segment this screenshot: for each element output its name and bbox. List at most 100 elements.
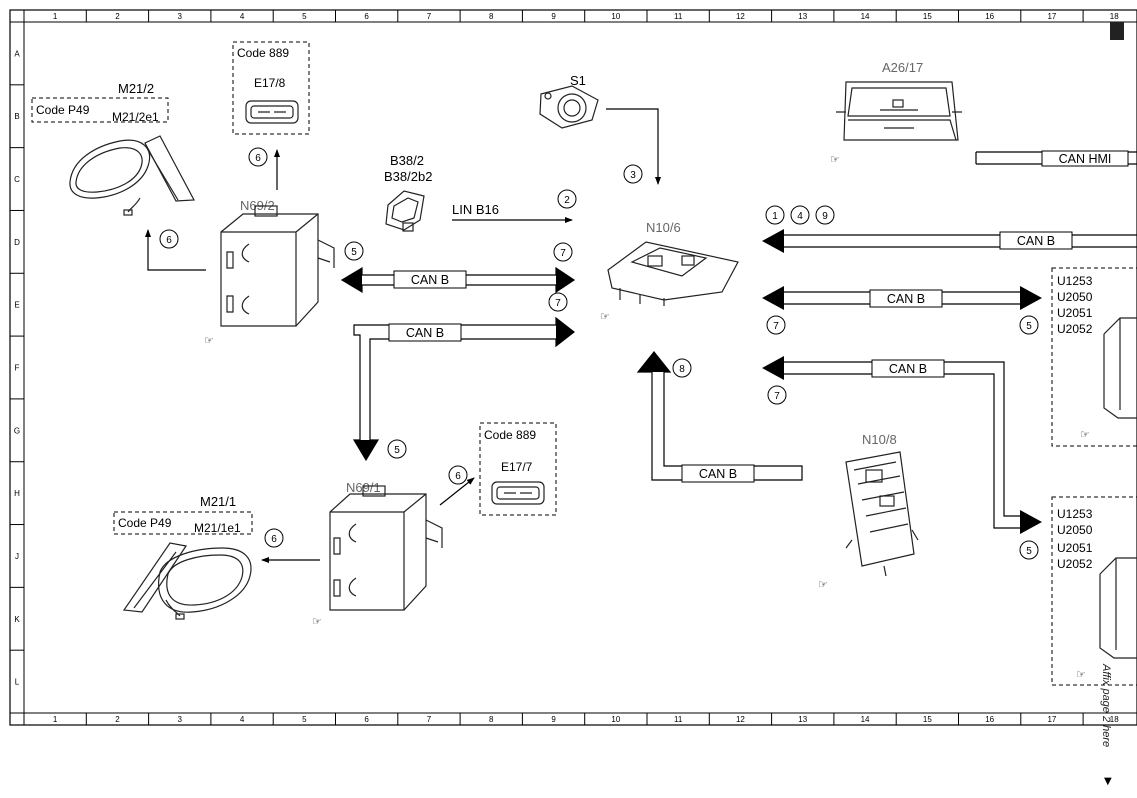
grid-row-label: G xyxy=(14,426,20,435)
code-p49-bottom: Code P49 xyxy=(118,516,172,530)
label-m21-1e1: M21/1e1 xyxy=(194,521,241,535)
circle-n7-b: 7 xyxy=(548,292,568,312)
bus-can-hmi-label: CAN HMI xyxy=(1059,152,1112,166)
label-s1: S1 xyxy=(570,73,586,88)
unit-a26-17-icon xyxy=(836,81,962,141)
grid-row-label: L xyxy=(15,678,20,687)
grid-row-label: J xyxy=(15,552,19,561)
grid-col-label: 3 xyxy=(178,12,183,21)
grid-row-label: H xyxy=(14,489,20,498)
affix-note-text: Affix page 2 here xyxy=(1100,664,1112,748)
svg-text:5: 5 xyxy=(1026,321,1032,332)
module-right-lower-icon xyxy=(1099,557,1137,659)
grid-col-label: 8 xyxy=(489,12,494,21)
grid-row-label: F xyxy=(15,364,20,373)
circle-n6-b: 6 xyxy=(159,229,179,249)
finger-icon-n10-6: ☞ xyxy=(600,311,610,323)
dtc-upper-3: U2051 xyxy=(1057,306,1093,320)
circle-n7-d: 7 xyxy=(767,385,787,405)
label-m21-1: M21/1 xyxy=(200,494,236,509)
dtc-lower-2: U2050 xyxy=(1057,523,1093,537)
svg-text:6: 6 xyxy=(271,534,277,545)
svg-text:2: 2 xyxy=(564,195,570,206)
grid-col-label: 4 xyxy=(240,12,245,21)
dtc-box-upper xyxy=(1051,267,1137,447)
grid-row-label: A xyxy=(14,49,20,58)
grid-col-label: 13 xyxy=(798,715,807,724)
finger-icon-n10-8: ☞ xyxy=(818,579,828,591)
affix-arrow-icon: ▼ xyxy=(1104,776,1112,787)
grid-col-label: 15 xyxy=(923,12,932,21)
grid-col-label: 12 xyxy=(736,715,745,724)
grid-col-label: 11 xyxy=(674,715,683,724)
grid-col-label: 7 xyxy=(427,715,432,724)
circle-n5-a: 5 xyxy=(344,241,364,261)
svg-text:3: 3 xyxy=(630,170,636,181)
corner-book-icon xyxy=(1110,22,1124,40)
grid-col-label: 5 xyxy=(302,715,307,724)
grid-col-label: 14 xyxy=(861,12,870,21)
finger-icon-right-lower: ☞ xyxy=(1076,669,1086,681)
lamp-e17-7-icon xyxy=(491,481,545,505)
dtc-upper-2: U2050 xyxy=(1057,290,1093,304)
grid-col-label: 16 xyxy=(985,715,994,724)
dtc-lower-1: U1253 xyxy=(1057,507,1093,521)
grid-col-label: 9 xyxy=(551,12,556,21)
bus-can-b-n69-2-to-n10-6 xyxy=(340,266,576,294)
label-a26-17: A26/17 xyxy=(882,60,923,75)
code-box-889-top xyxy=(232,41,310,135)
grid-col-label: 7 xyxy=(427,12,432,21)
svg-text:1: 1 xyxy=(772,211,778,222)
finger-icon-right-upper: ☞ xyxy=(1080,429,1090,441)
mirror-right-icon xyxy=(122,542,252,620)
circle-n2: 2 xyxy=(557,189,577,209)
module-n69-2-icon xyxy=(220,205,335,327)
circle-n9: 9 xyxy=(815,205,835,225)
grid-col-label: 11 xyxy=(674,12,683,21)
sensor-b38-2-icon xyxy=(385,190,425,232)
grid-col-label: 5 xyxy=(302,12,307,21)
grid-col-label: 12 xyxy=(736,12,745,21)
grid-col-label: 16 xyxy=(985,12,994,21)
grid-col-label: 1 xyxy=(53,715,58,724)
svg-text:7: 7 xyxy=(555,298,561,309)
module-n69-1-icon xyxy=(329,485,443,611)
bus-can-hmi-label-box xyxy=(1041,150,1129,167)
arrow-n69-1-to-e17-7 xyxy=(439,477,475,506)
grid-col-label: 18 xyxy=(1110,715,1119,724)
svg-text:6: 6 xyxy=(166,235,172,246)
bus-can-b-right-middle xyxy=(762,286,1042,310)
circle-n3: 3 xyxy=(623,164,643,184)
circle-n6-c: 6 xyxy=(448,465,468,485)
svg-text:8: 8 xyxy=(679,364,685,375)
bus-can-b-label-2: CAN B xyxy=(406,326,444,340)
label-b38-2: B38/2 xyxy=(390,153,424,168)
module-right-upper-icon xyxy=(1103,317,1137,419)
circle-n4: 4 xyxy=(790,205,810,225)
bus-can-b-right-upper xyxy=(762,229,1137,253)
code-889-top: Code 889 xyxy=(237,46,289,60)
bus-can-b-n69-1-to-n10-6 xyxy=(352,316,575,462)
dtc-lower-3: U2051 xyxy=(1057,541,1093,555)
switch-s1-icon xyxy=(539,85,599,129)
grid-col-label: 15 xyxy=(923,715,932,724)
finger-icon-n69-1: ☞ xyxy=(312,616,322,628)
bus-can-b-label-4: CAN B xyxy=(1017,234,1055,248)
grid-col-label: 4 xyxy=(240,715,245,724)
circle-n7-c: 7 xyxy=(766,315,786,335)
bus-can-b-label-3: CAN B xyxy=(699,467,737,481)
circle-n6-a: 6 xyxy=(248,147,268,167)
svg-text:6: 6 xyxy=(455,471,461,482)
svg-text:5: 5 xyxy=(394,445,400,456)
finger-icon-a26-17: ☞ xyxy=(830,154,840,166)
code-box-p49-top xyxy=(31,97,169,123)
affix-note: Affix page 2 here xyxy=(1100,664,1122,794)
svg-text:5: 5 xyxy=(1026,546,1032,557)
grid-col-label: 2 xyxy=(115,12,120,21)
circle-n7-a: 7 xyxy=(553,242,573,262)
label-b38-2b2: B38/2b2 xyxy=(384,169,432,184)
grid-col-label: 10 xyxy=(611,12,620,21)
svg-text:4: 4 xyxy=(797,211,803,222)
grid-col-label: 13 xyxy=(798,12,807,21)
